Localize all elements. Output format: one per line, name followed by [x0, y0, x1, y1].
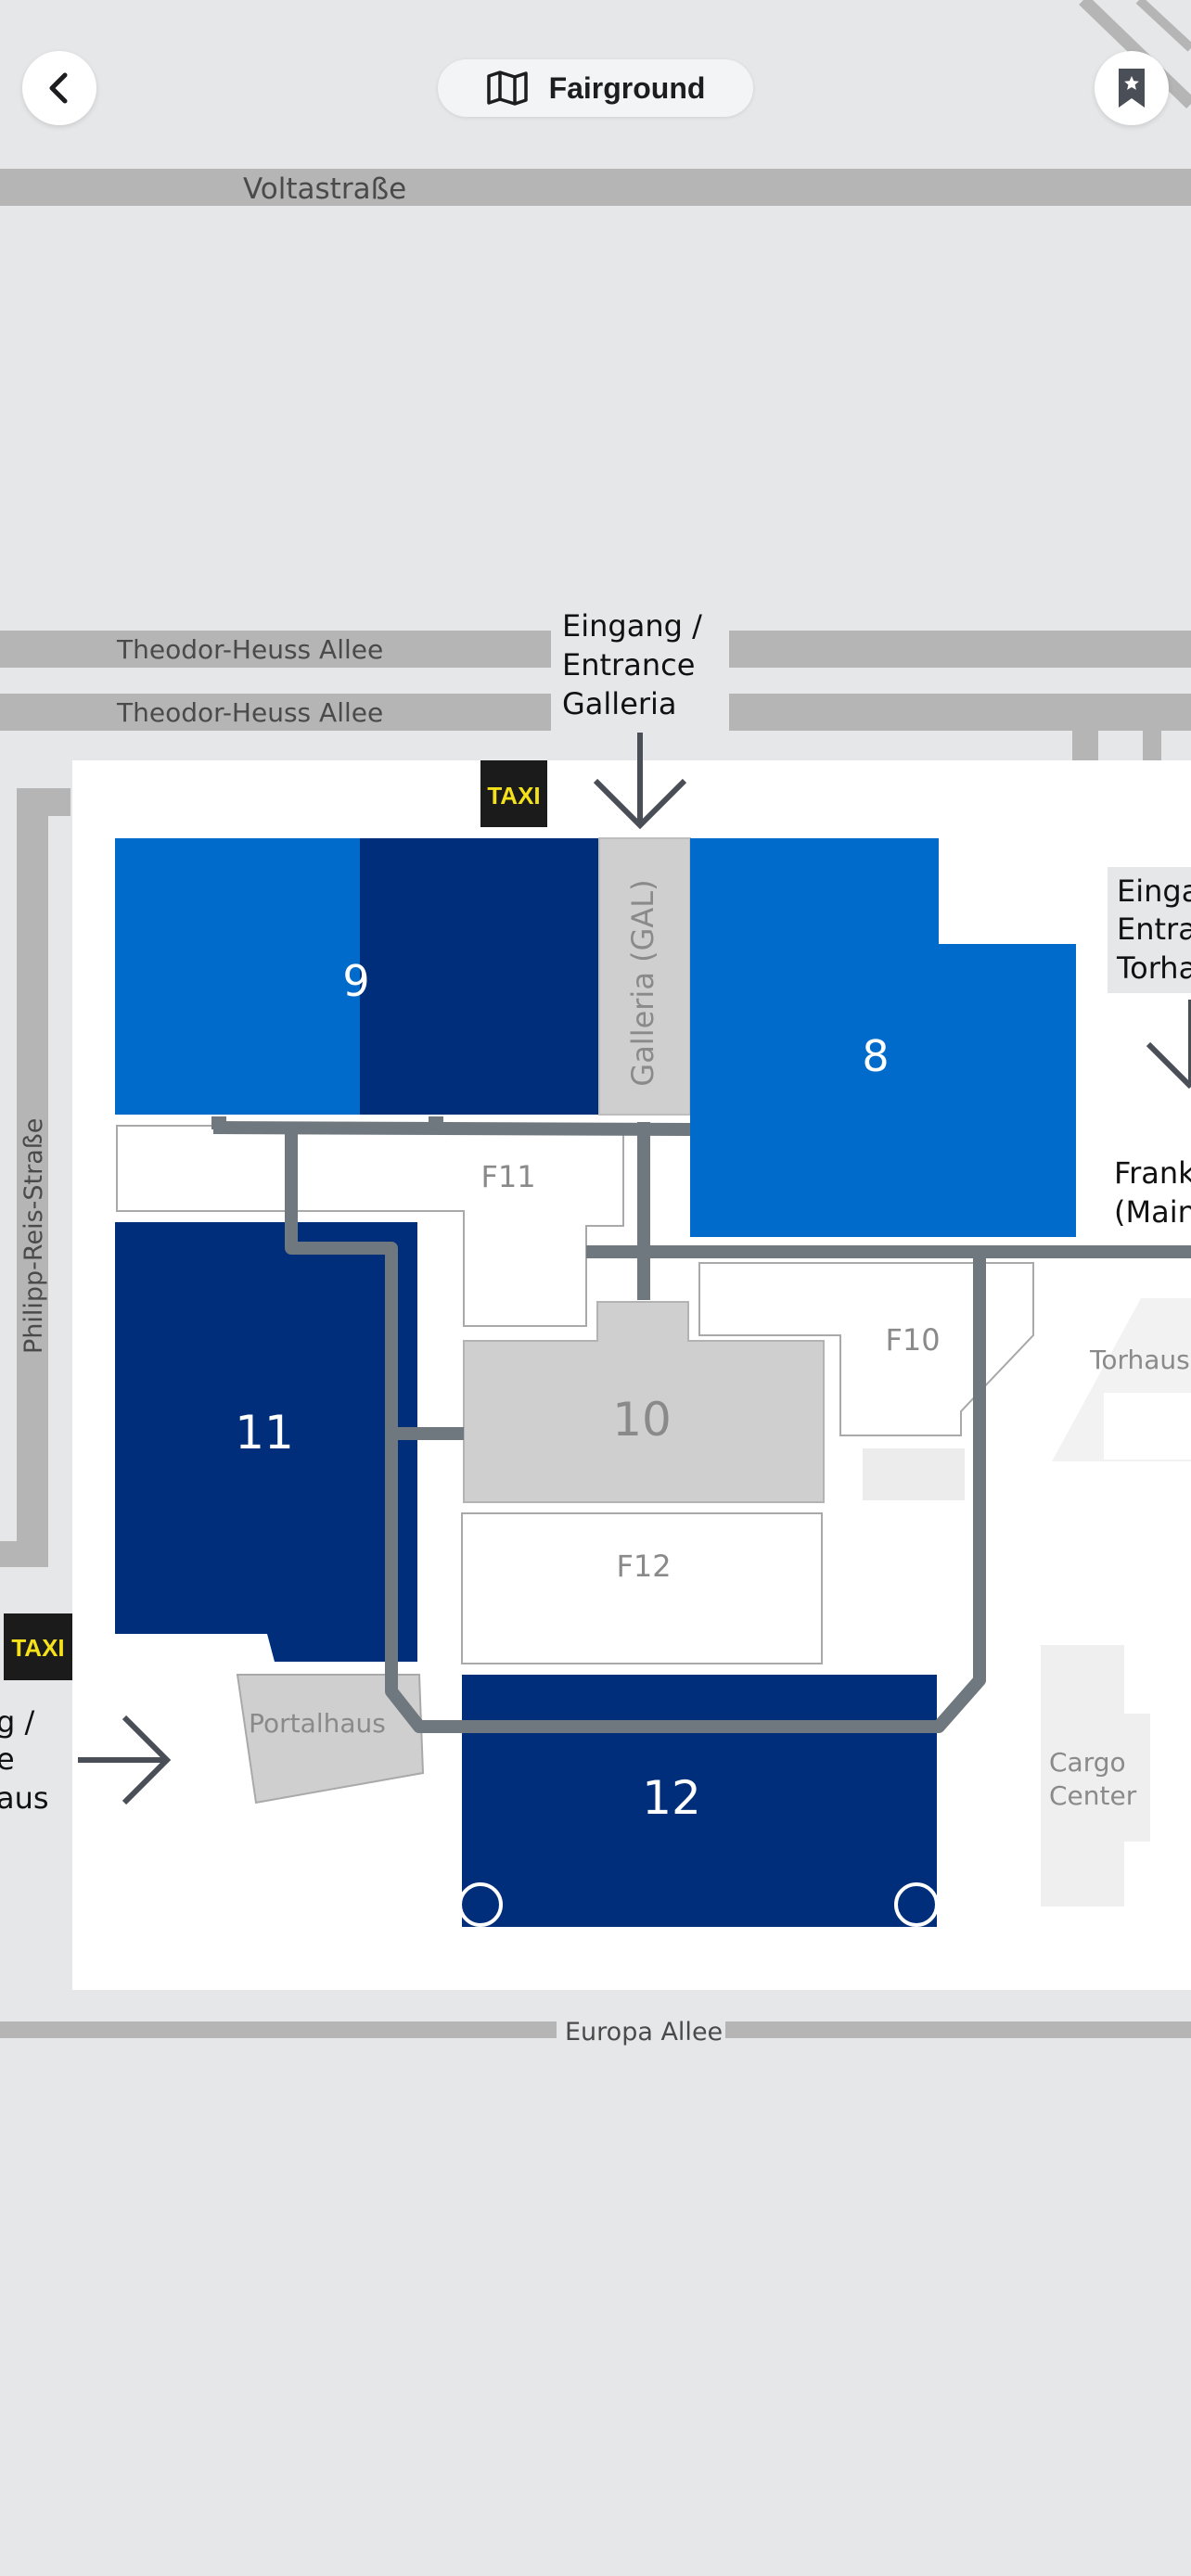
road-philipp-reis-bottom [0, 1541, 48, 1567]
road-label-voltastrasse: Voltastraße [243, 172, 406, 206]
hall-8-label: 8 [862, 1031, 889, 1081]
cargo-center-building[interactable] [1041, 1645, 1150, 1906]
hall-f10-label: F10 [885, 1322, 940, 1358]
hall-10[interactable] [463, 1301, 825, 1503]
taxi-label-top: TAXI [487, 782, 540, 810]
road-label-theodor-heuss-1: Theodor-Heuss Allee [116, 634, 383, 665]
road-theodor-heuss-north-left [0, 631, 551, 668]
bookmark-button[interactable] [1095, 51, 1169, 125]
road-stub-2 [1143, 731, 1161, 760]
entrance-portalhaus-label[interactable]: g / e aus [0, 1704, 49, 1816]
road-label-bg-europa [557, 2014, 725, 2046]
hall-10-label: 10 [612, 1393, 672, 1447]
torhaus-label: Torhaus [1089, 1345, 1190, 1375]
hall-f11[interactable] [116, 1125, 624, 1327]
service-building [863, 1448, 965, 1500]
hall-9-label: 9 [342, 956, 369, 1006]
cargo-center-label: Cargo Center [1049, 1747, 1137, 1811]
entrance-torhaus-label-bg [1108, 867, 1191, 993]
chevron-left-icon [49, 72, 68, 104]
taxi-badge-top [480, 760, 547, 827]
walkway-network [212, 1121, 1191, 1733]
hall-12-tower-right [894, 1882, 939, 1927]
hall-f11-label: F11 [480, 1159, 535, 1194]
walkway-node-2 [429, 1116, 443, 1129]
road-stub-1 [1072, 731, 1098, 760]
hall-12[interactable] [462, 1675, 937, 1927]
taxi-stand-left[interactable]: TAXI [4, 1613, 72, 1680]
back-button[interactable] [22, 51, 96, 125]
hall-8[interactable] [690, 838, 1076, 1237]
frankfurt-main-label: Frank (Main [1114, 1155, 1191, 1230]
taxi-label-left: TAXI [11, 1634, 64, 1662]
arrow-right-icon [78, 1715, 172, 1805]
walkway-node-1 [211, 1116, 226, 1129]
page-title: Fairground [548, 70, 706, 105]
hall-11-label: 11 [235, 1406, 294, 1460]
torhaus-gap [1104, 1393, 1191, 1460]
map-icon [486, 70, 528, 106]
road-label-theodor-heuss-2: Theodor-Heuss Allee [116, 697, 383, 728]
road-label-europa-allee: Europa Allee [565, 2018, 723, 2047]
hall-f12-label: F12 [616, 1549, 671, 1584]
hall-f10[interactable] [698, 1262, 1034, 1436]
hall-12-label: 12 [642, 1771, 701, 1825]
hall-9-west[interactable] [115, 838, 360, 1115]
title-pill[interactable]: Fairground [438, 59, 753, 117]
hall-12-tower-left [458, 1882, 503, 1927]
road-theodor-heuss-south-left [0, 694, 551, 731]
taxi-badge-left [4, 1613, 72, 1680]
portalhaus-label: Portalhaus [249, 1708, 386, 1739]
entrance-galleria-label-bg [551, 603, 729, 731]
hall-9-east[interactable] [360, 838, 599, 1115]
hall-11[interactable] [115, 1222, 417, 1662]
hall-f12[interactable] [461, 1512, 823, 1664]
bookmark-star-icon [1119, 69, 1145, 108]
arrow-torhaus-icon [1146, 1000, 1191, 1090]
taxi-stand-top[interactable]: TAXI [480, 760, 547, 827]
portalhaus-building[interactable] [236, 1674, 425, 1804]
road-voltastrasse [0, 169, 1191, 206]
entrance-galleria-label[interactable]: Eingang / Entrance Galleria [562, 608, 711, 721]
road-label-philipp-reis: Philipp-Reis-Straße [19, 1118, 48, 1354]
galleria-label: Galleria (GAL) [625, 879, 660, 1086]
road-philipp-reis [17, 788, 48, 1567]
entrance-torhaus-label[interactable]: Einga Entra Torha [1116, 874, 1191, 986]
arrow-down-icon [593, 733, 687, 830]
road-theodor-heuss-south-right [729, 694, 1191, 731]
road-theodor-heuss-north-right [729, 631, 1191, 668]
